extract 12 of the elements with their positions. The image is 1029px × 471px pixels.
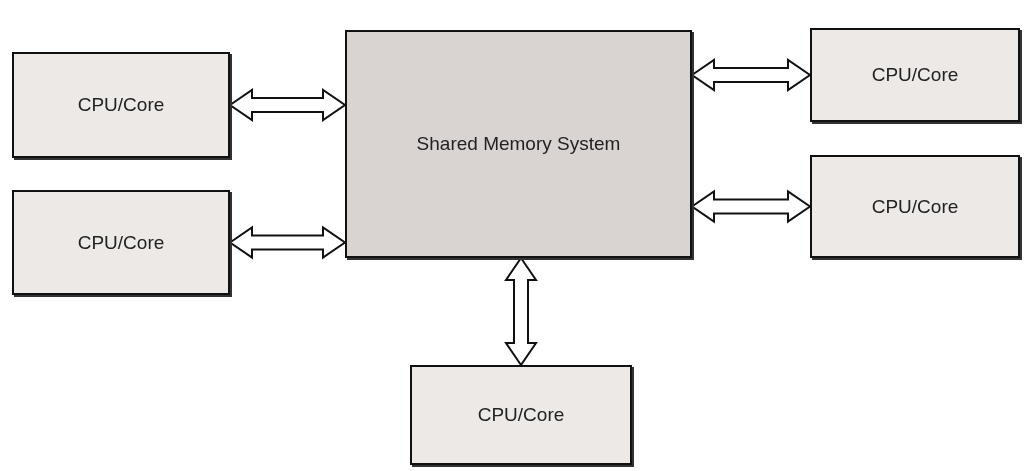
processor-box xyxy=(12,190,230,295)
box-label: CPU/Core xyxy=(77,231,165,254)
memory-box xyxy=(345,30,692,258)
processor-box xyxy=(810,28,1020,122)
box-label: CPU/Core xyxy=(77,94,165,116)
box-label: Shared Memory System xyxy=(416,133,621,155)
box-label: CPU/Core xyxy=(871,64,959,86)
box-label: CPU/Core xyxy=(871,195,959,218)
processor-box xyxy=(810,155,1020,258)
box-label: CPU/Core xyxy=(477,404,565,426)
processor-box xyxy=(12,52,230,158)
processor-box xyxy=(410,365,632,465)
